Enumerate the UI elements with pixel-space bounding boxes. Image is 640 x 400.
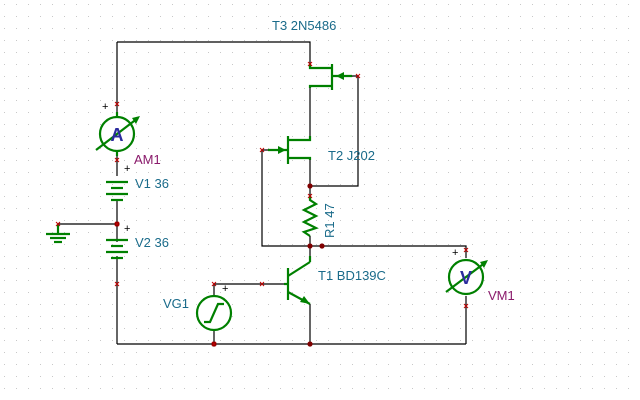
label-r1: R1 47 [322, 203, 337, 238]
label-v2: V2 36 [135, 235, 169, 250]
vg1-waveform-icon [204, 302, 224, 324]
pin-mark [114, 221, 120, 227]
battery-v1[interactable]: + V1 36 [106, 163, 169, 202]
voltmeter-plus: + [452, 247, 458, 259]
label-vm1: VM1 [488, 288, 515, 303]
vg1-plus: + [222, 283, 228, 295]
pin-mark [259, 281, 265, 287]
battery-v2[interactable]: + V2 36 [106, 223, 169, 260]
pin-mark [259, 147, 265, 153]
node-r1-bottom [307, 243, 313, 249]
pin-mark [463, 303, 469, 309]
node-vm-tap [319, 243, 325, 249]
ground-symbol [46, 224, 70, 244]
label-t1: T1 BD139C [318, 268, 386, 283]
wire-vm-top [322, 245, 467, 258]
wires [58, 41, 467, 345]
voltmeter-letter: V [460, 268, 472, 288]
ammeter-am1[interactable]: A + AM1 [95, 101, 161, 167]
label-t3: T3 2N5486 [272, 18, 336, 33]
node-bottom-t1 [307, 341, 313, 347]
pin-mark [114, 101, 120, 107]
jfet-t2[interactable]: T2 J202 [268, 136, 375, 164]
ammeter-letter: A [111, 125, 124, 145]
signal-generator-vg1[interactable]: + VG1 [163, 283, 233, 332]
wire-top-rail [117, 41, 311, 64]
pin-mark [463, 247, 469, 253]
pin-mark [114, 281, 120, 287]
ammeter-plus: + [102, 101, 108, 113]
battery-v2-plus: + [124, 223, 130, 235]
label-t2: T2 J202 [328, 148, 375, 163]
label-vg1: VG1 [163, 296, 189, 311]
pin-mark [211, 341, 217, 347]
wire-t2-gate [261, 149, 322, 247]
pin-mark [307, 193, 313, 199]
pin-mark [307, 61, 313, 67]
pin-mark [114, 157, 120, 163]
resistor-r1[interactable]: R1 47 [301, 196, 337, 238]
node-t2-source [307, 183, 313, 189]
label-v1: V1 36 [135, 176, 169, 191]
pin-mark [55, 221, 61, 227]
pin-mark [355, 73, 361, 79]
pin-mark [211, 281, 217, 287]
label-am1: AM1 [134, 152, 161, 167]
bjt-t1[interactable]: T1 BD139C [284, 256, 386, 305]
grid-dots [4, 4, 629, 389]
voltmeter-vm1[interactable]: V + VM1 [445, 247, 515, 303]
jfet-t3[interactable]: T3 2N5486 [272, 18, 352, 90]
pin-marks [55, 61, 469, 347]
wire-t3-gate [310, 75, 359, 187]
battery-v1-plus: + [124, 163, 130, 175]
